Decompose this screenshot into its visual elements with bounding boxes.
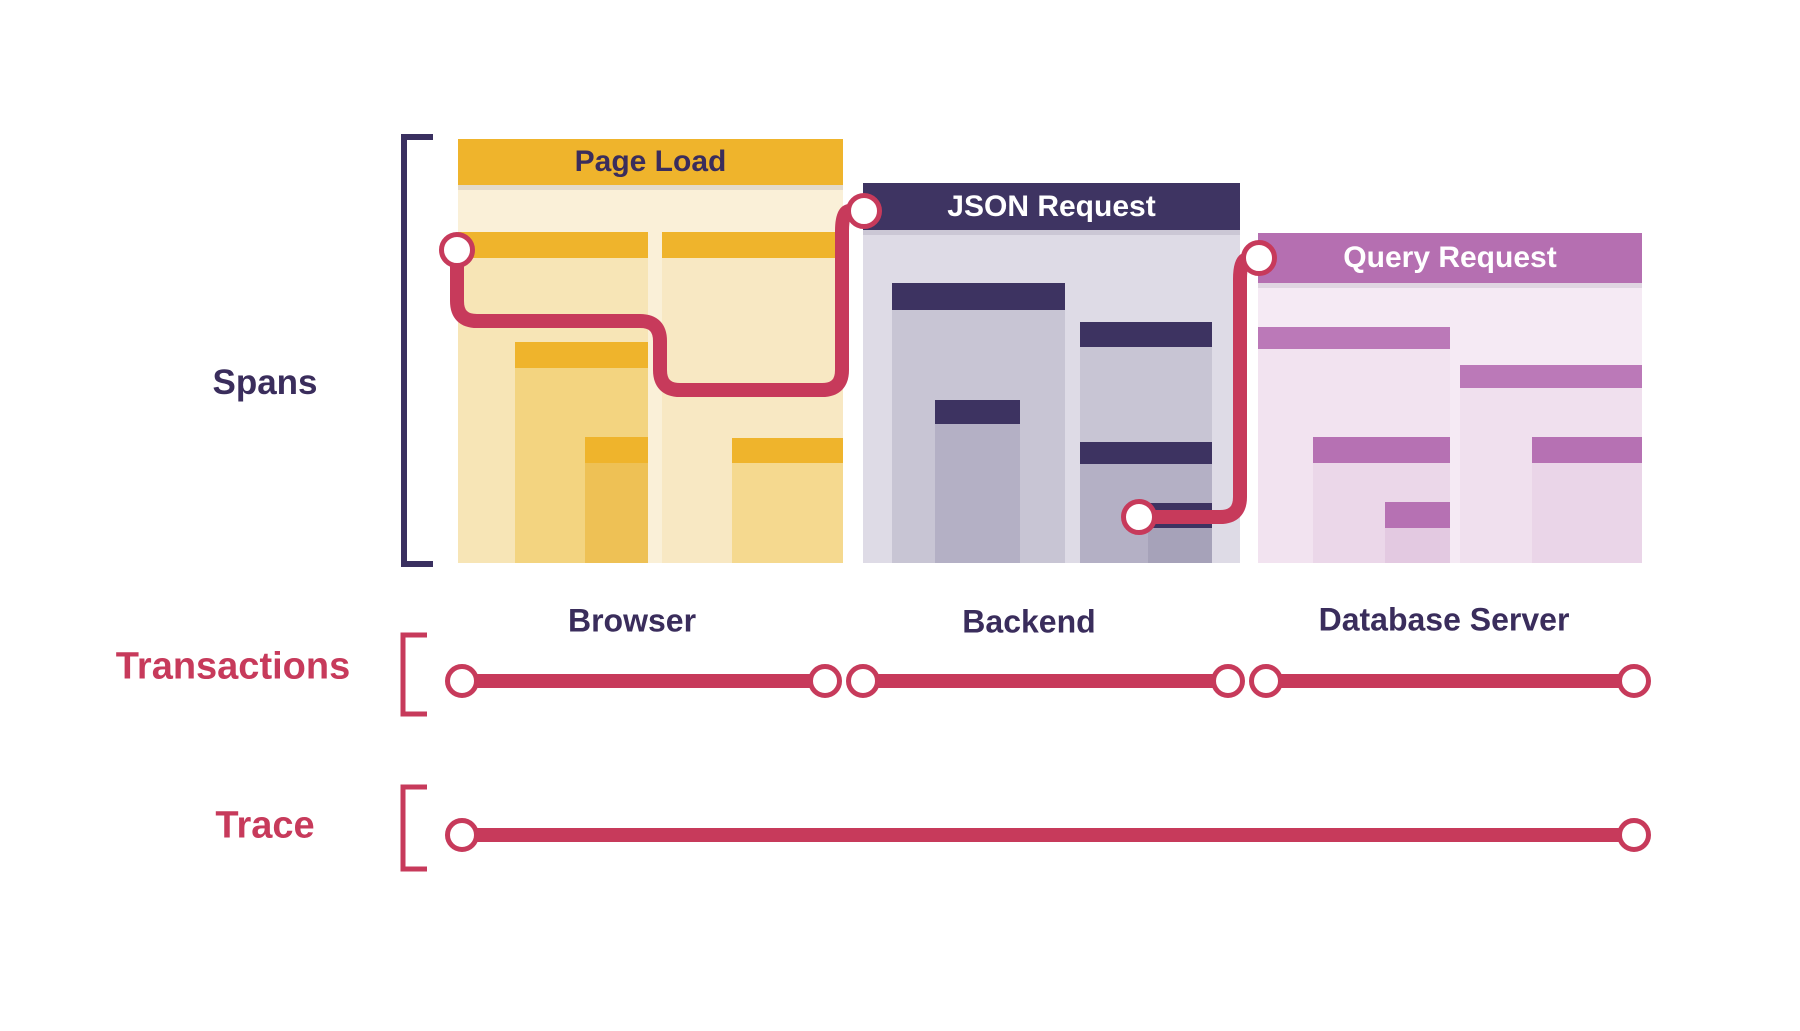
transaction-marker (1249, 664, 1283, 698)
span-header-bar (1313, 437, 1450, 463)
span-header-bar (585, 437, 648, 463)
service-label-backend: Backend (962, 603, 1096, 640)
transaction-marker (846, 664, 880, 698)
spans-label: Spans (212, 363, 318, 402)
span-start-marker-pageload (439, 232, 475, 268)
spans-bracket (401, 134, 433, 567)
span-header-bar (1080, 442, 1212, 464)
span-header-bar (935, 400, 1020, 424)
panel-title: Query Request (1343, 241, 1557, 274)
trace-label: Trace (215, 804, 315, 847)
transaction-marker (1617, 664, 1651, 698)
transactions-label: Transactions (115, 645, 351, 688)
span-header-bar (1385, 502, 1450, 528)
span-header-bar (458, 232, 648, 258)
trace-marker (1617, 818, 1651, 852)
span-header-bar (1532, 437, 1642, 463)
span-body (732, 463, 843, 563)
span-body (1148, 528, 1212, 563)
panel-title: Page Load (574, 145, 727, 178)
span-header-bar (1080, 322, 1212, 347)
transaction-marker (808, 664, 842, 698)
trace-bracket (400, 784, 427, 872)
span-body (1385, 528, 1450, 563)
transaction-marker (1211, 664, 1245, 698)
span-header-bar (662, 232, 843, 258)
span-header-bar (1258, 327, 1450, 349)
span-header-bar (1460, 365, 1642, 388)
span-body (935, 424, 1020, 563)
trace-path-pageload-to-json (450, 204, 852, 397)
transactions-bracket (400, 632, 427, 717)
panel-title: JSON Request (947, 189, 1156, 223)
trace-path-json-to-query (1153, 252, 1250, 524)
span-header-bar (732, 438, 843, 463)
span-header-bar (892, 283, 1065, 310)
span-header-bar (515, 342, 648, 368)
span-end-marker-json (1121, 499, 1157, 535)
service-label-browser: Browser (567, 602, 697, 639)
span-start-marker-query (1241, 240, 1277, 276)
panel-json-request-header: JSON Request (863, 183, 1240, 230)
service-label-database-server: Database Server (1318, 601, 1570, 638)
trace-marker (445, 818, 479, 852)
transaction-marker (445, 664, 479, 698)
panel-page-load-header: Page Load (458, 139, 843, 185)
span-body (585, 463, 648, 563)
panel-query-request-header: Query Request (1258, 233, 1642, 283)
span-body (1532, 463, 1642, 563)
span-start-marker-json (846, 193, 882, 229)
